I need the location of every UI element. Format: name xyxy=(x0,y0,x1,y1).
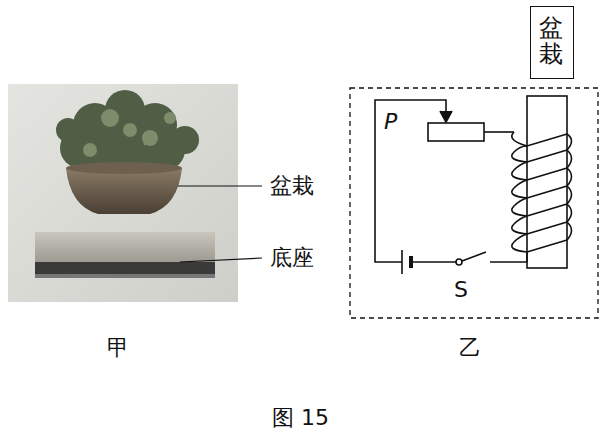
figure-caption: 图 15 xyxy=(272,407,329,429)
dashed-frame xyxy=(350,88,598,318)
switch-lever xyxy=(462,252,486,261)
label-box: 盆栽 xyxy=(530,6,574,79)
resistor-symbol xyxy=(428,123,484,141)
switch-pivot xyxy=(456,259,462,265)
part-label: 底座 xyxy=(270,247,314,269)
box-text: 盆栽 xyxy=(539,15,563,68)
leader-line xyxy=(178,185,262,186)
subfigure-label: 甲 xyxy=(107,337,129,359)
leader-line xyxy=(180,258,262,262)
coil-windings xyxy=(512,132,572,262)
component-label: P xyxy=(384,111,397,133)
battery-long-plate xyxy=(401,250,403,274)
photo xyxy=(8,84,238,302)
subfigure-label: 乙 xyxy=(459,337,481,359)
electromagnet-core xyxy=(527,96,567,268)
battery-short-plate xyxy=(409,256,413,268)
circuit xyxy=(375,96,572,274)
component-label: S xyxy=(454,279,468,301)
part-label: 盆栽 xyxy=(270,175,314,197)
